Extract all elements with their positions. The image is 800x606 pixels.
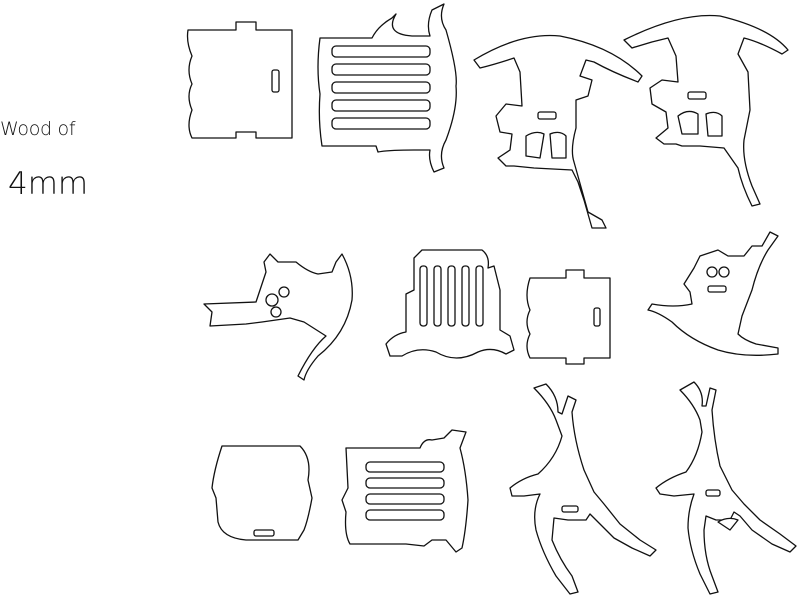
- side-frame-top-right: [623, 14, 789, 207]
- seat-panel-middle: [526, 269, 611, 365]
- side-frame-top-left: [473, 34, 643, 229]
- leg-frame-bottom-right: [655, 381, 797, 595]
- rocker-side-middle-right: [647, 231, 779, 356]
- rocker-side-middle-left: [203, 253, 353, 381]
- seat-back-middle: [385, 249, 515, 359]
- leg-frame-bottom-left: [509, 383, 657, 595]
- material-label: Wood of: [0, 118, 76, 140]
- seat-back-top: [317, 3, 457, 173]
- seat-panel-top: [186, 21, 293, 139]
- thickness-label: 4mm: [8, 166, 89, 202]
- seat-back-bottom: [341, 429, 469, 553]
- seat-panel-bottom: [211, 445, 313, 541]
